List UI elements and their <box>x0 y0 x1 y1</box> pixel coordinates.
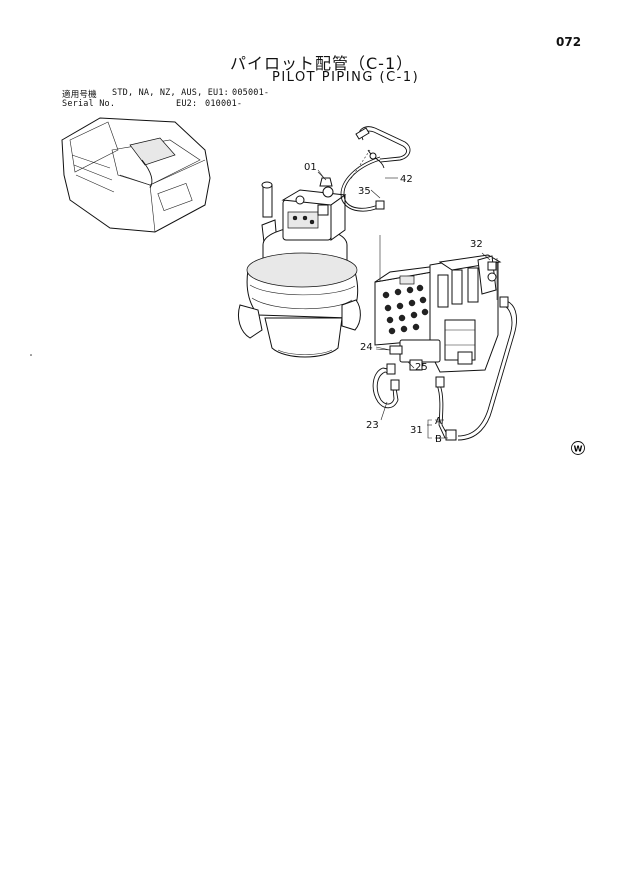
part-31-hose <box>435 296 517 441</box>
callout-23: 23 <box>366 420 379 431</box>
control-valve-block <box>374 254 502 373</box>
serial-eu2-value: 010001- <box>205 99 243 109</box>
swing-motor-assembly <box>237 181 361 358</box>
callout-32: 32 <box>470 239 483 250</box>
callout-24: 24 <box>360 342 373 353</box>
serial-models-value: 005001- <box>232 88 270 98</box>
callout-25: 25 <box>415 362 428 373</box>
w-symbol-mark: W <box>571 441 585 455</box>
part-35-pilot-hose <box>340 126 411 212</box>
callout-35: 35 <box>358 186 371 197</box>
callout-01: 01 <box>304 162 317 173</box>
callout-31: 31 <box>410 425 423 436</box>
title-japanese: パイロット配管（C-1） <box>230 54 414 73</box>
title-english: PILOT PIPING (C-1) <box>272 70 420 85</box>
excavator-thumbnail <box>61 117 211 233</box>
callout-a: A <box>435 416 442 427</box>
callout-42: 42 <box>400 174 413 185</box>
callout-b: B <box>435 434 442 445</box>
serial-models: STD, NA, NZ, AUS, EU1: <box>112 88 229 98</box>
serial-label-english: Serial No. <box>62 99 116 109</box>
stray-mark <box>30 354 32 356</box>
w-symbol-text: W <box>574 445 583 454</box>
part-01-fitting <box>317 171 333 187</box>
serial-label-japanese: 適用号機 <box>62 90 97 100</box>
page-number: 072 <box>556 35 582 49</box>
serial-eu2: EU2: <box>176 99 198 109</box>
leader-lines <box>317 169 491 439</box>
part-23-hose <box>372 363 400 421</box>
